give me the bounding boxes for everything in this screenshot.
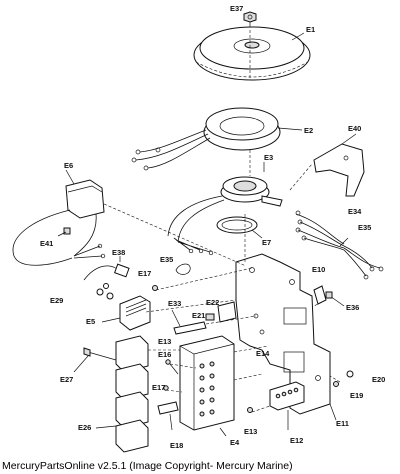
label-e35-harness[interactable]: E35 xyxy=(358,223,371,232)
label-e41[interactable]: E41 xyxy=(40,239,53,248)
switch-box-stack-part[interactable] xyxy=(95,335,149,453)
spacer-part[interactable] xyxy=(205,301,237,323)
flywheel-nut-part[interactable] xyxy=(243,11,257,30)
stator-part[interactable] xyxy=(131,107,303,171)
part-labels: E37 E1 E2 E40 E3 E6 E34 E35 E7 E41 E38 E… xyxy=(40,4,385,450)
label-e34[interactable]: E34 xyxy=(348,207,362,216)
switch-box-part[interactable] xyxy=(179,335,235,437)
fuse-holder-part[interactable] xyxy=(171,309,207,335)
label-e13-upper[interactable]: E13 xyxy=(158,337,171,346)
label-e22[interactable]: E22 xyxy=(206,298,219,307)
screw-part[interactable] xyxy=(152,285,158,291)
label-e19[interactable]: E19 xyxy=(350,391,363,400)
label-e21[interactable]: E21 xyxy=(192,311,205,320)
screw-part[interactable] xyxy=(57,227,71,237)
label-e37[interactable]: E37 xyxy=(230,4,243,13)
label-e17-lower[interactable]: E17 xyxy=(152,383,165,392)
label-e16[interactable]: E16 xyxy=(158,350,171,359)
terminal-screw-part[interactable] xyxy=(165,359,179,375)
trigger-part[interactable] xyxy=(167,162,283,256)
label-e10[interactable]: E10 xyxy=(312,265,325,274)
bolt-part[interactable] xyxy=(73,347,117,373)
copyright-footer: MercuryPartsOnline v2.5.1 (Image Copyrig… xyxy=(2,460,293,472)
label-e35-clip[interactable]: E35 xyxy=(160,255,173,264)
clip-part[interactable] xyxy=(175,263,191,275)
screw-part[interactable] xyxy=(247,407,253,413)
label-e33[interactable]: E33 xyxy=(168,299,181,308)
label-e18[interactable]: E18 xyxy=(170,441,183,450)
label-e6[interactable]: E6 xyxy=(64,161,73,170)
label-e40[interactable]: E40 xyxy=(348,124,361,133)
label-e3[interactable]: E3 xyxy=(264,153,273,162)
label-e1[interactable]: E1 xyxy=(306,25,315,34)
label-e11[interactable]: E11 xyxy=(336,419,349,428)
label-e29[interactable]: E29 xyxy=(50,296,63,305)
label-e13-lower[interactable]: E13 xyxy=(244,427,257,436)
washer-part[interactable] xyxy=(346,370,354,378)
label-e2[interactable]: E2 xyxy=(304,126,313,135)
connector-part[interactable] xyxy=(96,283,114,300)
label-e7[interactable]: E7 xyxy=(262,238,271,247)
label-e12[interactable]: E12 xyxy=(290,436,303,445)
label-e5[interactable]: E5 xyxy=(86,317,95,326)
label-e4[interactable]: E4 xyxy=(230,438,240,447)
assembly-guide-lines xyxy=(103,30,341,413)
bracket-part[interactable] xyxy=(313,133,365,197)
rectifier-part[interactable] xyxy=(101,295,151,331)
terminal-block-part[interactable] xyxy=(269,381,305,430)
label-e26[interactable]: E26 xyxy=(78,423,91,432)
nut-part[interactable] xyxy=(333,381,339,387)
bolt-part[interactable] xyxy=(325,291,345,307)
label-e38[interactable]: E38 xyxy=(112,248,125,257)
label-e36[interactable]: E36 xyxy=(346,303,359,312)
label-e27[interactable]: E27 xyxy=(60,375,73,384)
label-e14[interactable]: E14 xyxy=(256,349,270,358)
terminal-part[interactable] xyxy=(157,401,179,431)
wiring-harness-part[interactable] xyxy=(295,210,384,280)
ignition-coil-part[interactable] xyxy=(83,256,130,281)
spacer-part[interactable] xyxy=(313,285,327,305)
label-e20[interactable]: E20 xyxy=(372,375,385,384)
gasket-part[interactable] xyxy=(216,216,263,239)
regulator-part[interactable] xyxy=(12,169,106,266)
label-e17-upper[interactable]: E17 xyxy=(138,269,151,278)
flywheel-part[interactable] xyxy=(193,26,311,81)
mounting-plate-part[interactable] xyxy=(235,253,337,421)
